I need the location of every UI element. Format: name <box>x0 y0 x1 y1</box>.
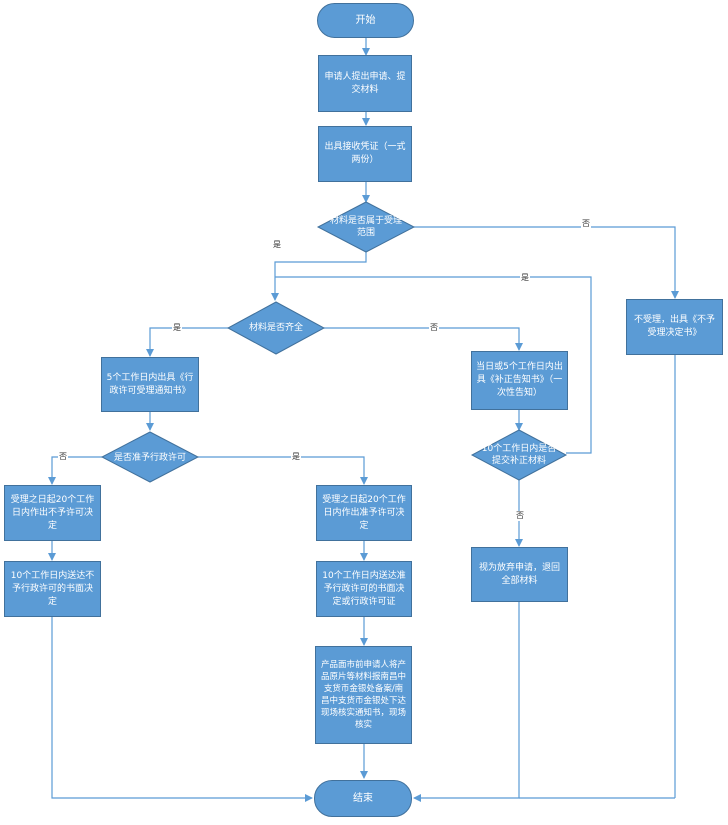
deny20-box: 受理之日起20个工作日内作出不予许可决定 <box>4 485 101 541</box>
reject-box: 不受理，出具《不予受理决定书》 <box>626 299 723 355</box>
filing-box: 产品面市前申请人将产品原片等材料报南昌中支货币金银处备案/南昌中支货币金银处下达… <box>315 646 412 744</box>
diamond-complete <box>226 301 326 355</box>
resubmit-yes-label: 是 <box>520 273 530 283</box>
edge-scope-reject <box>414 226 679 299</box>
scope-no-label: 否 <box>581 219 591 229</box>
diamond-scope <box>316 201 416 253</box>
grant20-box: 受理之日起20个工作日内作出准予许可决定 <box>316 485 412 541</box>
permit-yes-label: 是 <box>291 452 301 462</box>
diamond-permit <box>100 431 200 483</box>
diamond-resubmit <box>470 429 568 481</box>
complete-no-label: 否 <box>429 323 439 333</box>
withdraw-box: 视为放弃申请，退回全部材料 <box>471 547 568 602</box>
edge-resubmit-loop <box>275 276 592 454</box>
permit-no-label: 否 <box>58 452 68 462</box>
accept-box: 5个工作日内出具《行政许可受理通知书》 <box>101 357 199 412</box>
complete-yes-label: 是 <box>172 323 182 333</box>
permit-decision-label: 是否准予行政许可 <box>113 453 186 463</box>
edge-withdraw-end <box>413 602 520 802</box>
edge-complete-accept <box>146 327 228 357</box>
deny10-box: 10个工作日内送达不予行政许可的书面决定 <box>4 561 101 617</box>
edge-scope-complete <box>271 252 367 301</box>
resubmit-decision-label: 10个工作日内是否提交补正材料 <box>481 444 557 466</box>
edge-complete-supplement <box>324 327 523 351</box>
scope-yes-label: 是 <box>272 240 282 250</box>
end-terminal: 结束 <box>314 780 412 817</box>
grant10-box: 10个工作日内送达准予行政许可的书面决定或行政许可证 <box>316 561 412 617</box>
receipt-box: 出具接收凭证（一式两份） <box>318 126 412 182</box>
resubmit-no-label: 否 <box>515 511 525 521</box>
scope-decision-label: 材料是否属于受理范围 <box>329 216 402 238</box>
edge-deny10-end <box>51 617 313 802</box>
complete-decision-label: 材料是否齐全 <box>248 323 303 333</box>
start-terminal: 开始 <box>317 3 414 38</box>
edge-permit-grant20 <box>198 456 368 485</box>
edge-permit-deny20 <box>48 456 102 485</box>
submit-box: 申请人提出申请、提交材料 <box>318 55 412 112</box>
supplement-box: 当日或5个工作日内出具《补正告知书》（一次性告知） <box>471 351 568 410</box>
